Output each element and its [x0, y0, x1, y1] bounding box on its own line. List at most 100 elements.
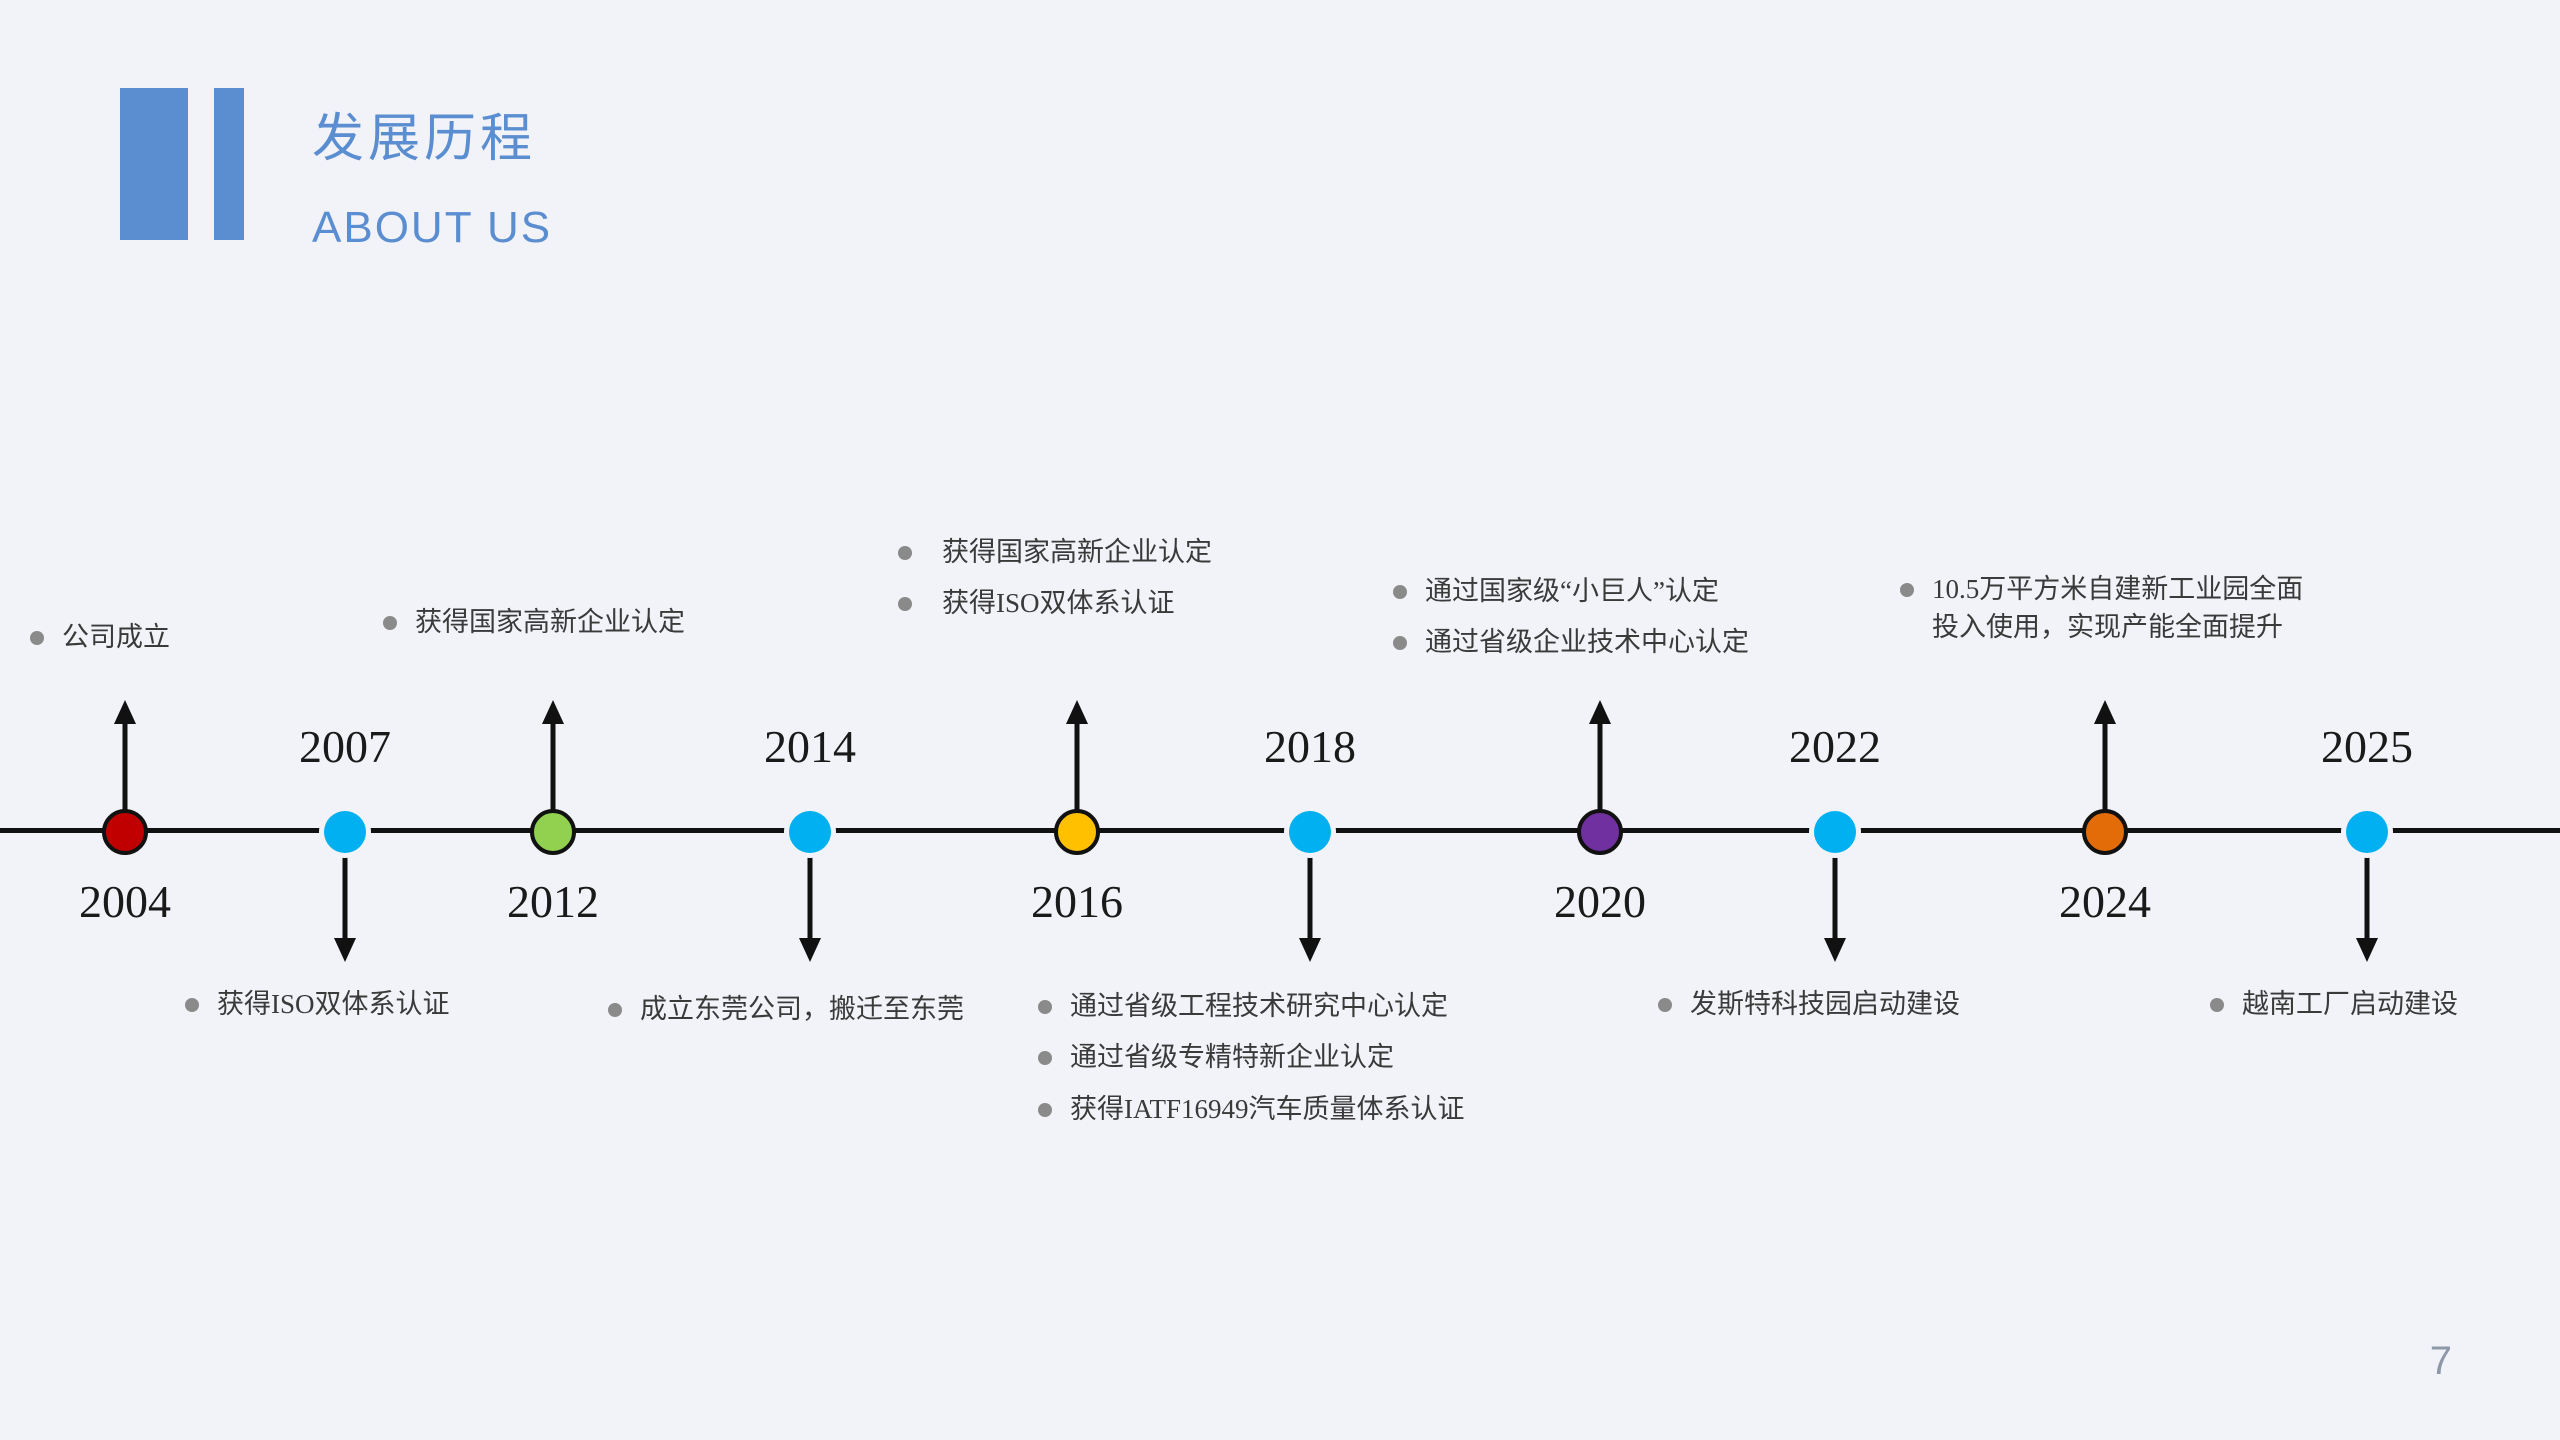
- timeline-axis: [0, 828, 2560, 833]
- timeline-dot-2004[interactable]: [102, 809, 148, 855]
- timeline-stem-2014: [807, 830, 813, 938]
- timeline-caption-group-2012: 获得国家高新企业认定: [383, 603, 783, 641]
- bullet-icon: [1393, 585, 1407, 599]
- timeline-caption-group-2020: 通过国家级“小巨人”认定通过省级企业技术中心认定: [1393, 572, 1793, 662]
- timeline-caption-group-2022: 发斯特科技园启动建设: [1658, 985, 2038, 1023]
- arrow-up-icon: [542, 700, 564, 724]
- page-number: 7: [2429, 1339, 2452, 1383]
- timeline-caption-text: 获得IATF16949汽车质量体系认证: [1070, 1093, 1465, 1124]
- timeline-caption-item: 越南工厂启动建设: [2210, 985, 2550, 1023]
- arrow-down-icon: [1299, 938, 1321, 962]
- timeline-year-2012: 2012: [507, 876, 599, 927]
- timeline-dot-2018[interactable]: [1289, 811, 1331, 853]
- timeline-dot-2007[interactable]: [324, 811, 366, 853]
- arrow-down-icon: [334, 938, 356, 962]
- bullet-icon: [1038, 1000, 1052, 1014]
- timeline-caption-text: 获得ISO双体系认证: [217, 989, 450, 1019]
- timeline-caption-item: 通过省级企业技术中心认定: [1393, 623, 1793, 661]
- timeline-caption-item: 发斯特科技园启动建设: [1658, 985, 2038, 1023]
- timeline-dot-2024[interactable]: [2082, 809, 2128, 855]
- arrow-down-icon: [1824, 938, 1846, 962]
- slide-header: 发展历程 ABOUT US: [120, 88, 552, 250]
- timeline-caption-text: 通过省级专精特新企业认定: [1070, 1042, 1394, 1073]
- timeline-caption-item: 通过国家级“小巨人”认定: [1393, 572, 1793, 610]
- timeline-year-2025: 2025: [2321, 721, 2413, 772]
- timeline-caption-item: 10.5万平方米自建新工业园全面投入使用，实现产能全面提升: [1900, 570, 2330, 647]
- timeline-stem-2007: [342, 830, 348, 938]
- timeline-caption-text: 成立东莞公司，搬迁至东莞: [640, 994, 964, 1024]
- timeline-caption-group-2024: 10.5万平方米自建新工业园全面投入使用，实现产能全面提升: [1900, 570, 2330, 647]
- timeline-stem-2016: [1074, 722, 1080, 830]
- timeline-dot-2016[interactable]: [1054, 809, 1100, 855]
- timeline-year-2007: 2007: [299, 721, 391, 772]
- timeline-year-2020: 2020: [1554, 876, 1646, 927]
- bullet-icon: [898, 546, 912, 560]
- timeline-caption-item: 通过省级工程技术研究中心认定: [1038, 987, 1558, 1025]
- timeline-caption-text: 公司成立: [62, 622, 170, 652]
- timeline-stem-2025: [2364, 830, 2370, 938]
- timeline-stem-2012: [550, 722, 556, 830]
- timeline-year-2004: 2004: [79, 876, 171, 927]
- timeline-caption-item: 获得国家高新企业认定: [383, 603, 783, 641]
- arrow-down-icon: [2356, 938, 2378, 962]
- timeline-caption-item: 获得ISO双体系认证: [898, 584, 1298, 622]
- bullet-icon: [2210, 998, 2224, 1012]
- timeline-stem-2004: [122, 722, 128, 830]
- arrow-up-icon: [1066, 700, 1088, 724]
- page-subtitle: ABOUT US: [312, 203, 553, 252]
- bullet-icon: [898, 597, 912, 612]
- timeline-caption-group-2018: 通过省级工程技术研究中心认定通过省级专精特新企业认定获得IATF16949汽车质…: [1038, 987, 1558, 1128]
- timeline-stem-2020: [1597, 722, 1603, 830]
- bullet-icon: [1038, 1051, 1052, 1066]
- timeline-caption-text: 获得国家高新企业认定: [415, 607, 685, 637]
- timeline-caption-text: 通过省级工程技术研究中心认定: [1070, 991, 1448, 1021]
- bullet-icon: [608, 1003, 622, 1017]
- bullet-icon: [1393, 636, 1407, 651]
- timeline-caption-text: 通过省级企业技术中心认定: [1425, 627, 1749, 658]
- timeline-caption-item: 获得国家高新企业认定: [898, 533, 1298, 571]
- timeline-caption-text: 获得ISO双体系认证: [942, 588, 1175, 619]
- arrow-up-icon: [1589, 700, 1611, 724]
- timeline-stem-2024: [2102, 722, 2108, 830]
- timeline-caption-text: 10.5万平方米自建新工业园全面投入使用，实现产能全面提升: [1932, 574, 2304, 643]
- timeline-year-2014: 2014: [764, 721, 856, 772]
- timeline-caption-group-2025: 越南工厂启动建设: [2210, 985, 2550, 1023]
- timeline-dot-2022[interactable]: [1814, 811, 1856, 853]
- arrow-up-icon: [114, 700, 136, 724]
- header-accent-bar-narrow: [214, 88, 244, 240]
- bullet-icon: [1038, 1102, 1052, 1117]
- timeline-caption-text: 发斯特科技园启动建设: [1690, 989, 1960, 1019]
- bullet-icon: [185, 998, 199, 1012]
- header-accent-bar-wide: [120, 88, 188, 240]
- arrow-down-icon: [799, 938, 821, 962]
- timeline-dot-2020[interactable]: [1577, 809, 1623, 855]
- timeline-caption-text: 越南工厂启动建设: [2242, 989, 2458, 1019]
- arrow-up-icon: [2094, 700, 2116, 724]
- timeline-dot-2012[interactable]: [530, 809, 576, 855]
- timeline-dot-2025[interactable]: [2346, 811, 2388, 853]
- timeline-caption-item: 成立东莞公司，搬迁至东莞: [608, 990, 1038, 1028]
- timeline-year-2024: 2024: [2059, 876, 2151, 927]
- bullet-icon: [383, 616, 397, 630]
- timeline-caption-item: 获得IATF16949汽车质量体系认证: [1038, 1090, 1558, 1128]
- timeline-caption-group-2014: 成立东莞公司，搬迁至东莞: [608, 990, 1038, 1028]
- timeline-year-2022: 2022: [1789, 721, 1881, 772]
- timeline-stem-2022: [1832, 830, 1838, 938]
- timeline-stem-2018: [1307, 830, 1313, 938]
- bullet-icon: [1900, 583, 1914, 597]
- bullet-icon: [30, 631, 44, 645]
- timeline-caption-group-2004: 公司成立: [30, 618, 370, 656]
- timeline-year-2018: 2018: [1264, 721, 1356, 772]
- timeline-dot-2014[interactable]: [789, 811, 831, 853]
- timeline-caption-group-2016: 获得国家高新企业认定获得ISO双体系认证: [898, 533, 1298, 623]
- timeline-caption-group-2007: 获得ISO双体系认证: [185, 985, 545, 1023]
- timeline-caption-item: 公司成立: [30, 618, 370, 656]
- timeline-year-2016: 2016: [1031, 876, 1123, 927]
- timeline-caption-item: 通过省级专精特新企业认定: [1038, 1038, 1558, 1076]
- page-title: 发展历程: [312, 111, 537, 168]
- timeline-caption-text: 获得国家高新企业认定: [942, 537, 1212, 567]
- header-text-group: 发展历程 ABOUT US: [312, 88, 552, 250]
- timeline-caption-text: 通过国家级“小巨人”认定: [1425, 576, 1719, 606]
- timeline-caption-item: 获得ISO双体系认证: [185, 985, 545, 1023]
